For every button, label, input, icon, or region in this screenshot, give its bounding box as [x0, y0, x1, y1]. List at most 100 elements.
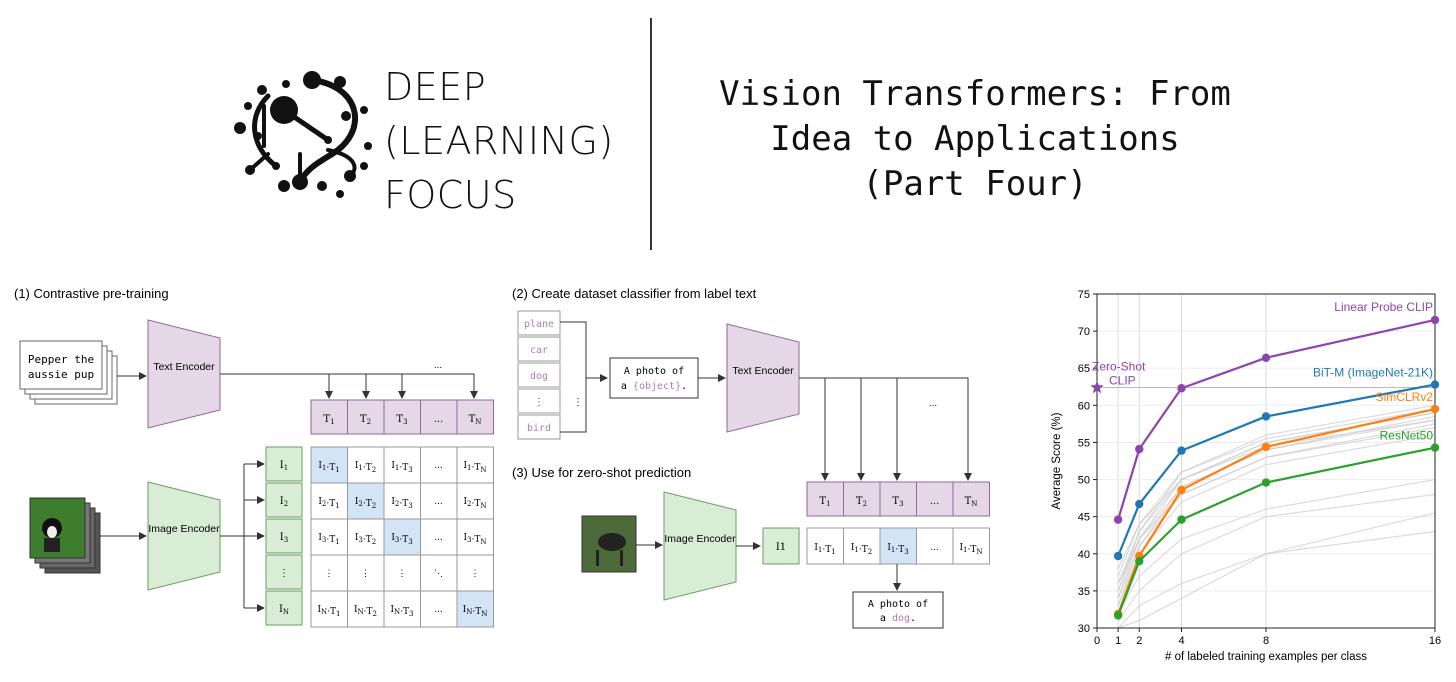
- image-token: [265, 482, 303, 518]
- series-label: Linear Probe CLIP: [1334, 300, 1433, 314]
- step3-title: (3) Use for zero-shot prediction: [512, 465, 691, 480]
- text-token-label: TN: [469, 414, 482, 426]
- image-encoder-2: [663, 491, 737, 601]
- matrix-cell-label: ⋮: [361, 569, 370, 579]
- matrix-cell-label: I2·TN: [463, 497, 486, 510]
- zs-cell-label: I1·T1: [814, 543, 835, 556]
- zs-cell-label: I1·TN: [959, 543, 982, 556]
- y-tick-label: 35: [1078, 586, 1090, 598]
- neural-network-logo-icon: [234, 71, 372, 198]
- x-tick-label: 2: [1136, 635, 1142, 647]
- matrix-cell-label: IN·T3: [390, 605, 413, 618]
- x-tick-label: 16: [1429, 635, 1441, 647]
- label-text: plane: [524, 319, 554, 330]
- x-tick-label: 8: [1263, 635, 1269, 647]
- y-tick-label: 65: [1078, 363, 1090, 375]
- title-line-1: Vision Transformers: From: [719, 74, 1231, 114]
- matrix-cell: [347, 590, 385, 628]
- text-token-label: T2: [360, 414, 371, 426]
- zs-text-token-label: T2: [856, 496, 867, 508]
- label-text: ⋮: [534, 397, 544, 408]
- text-token: [420, 399, 458, 435]
- matrix-cell-label: IN·T1: [317, 605, 340, 618]
- background-series-line: [1117, 423, 1436, 584]
- y-tick-label: 30: [1078, 623, 1090, 635]
- zs-text-token: [806, 481, 844, 517]
- zs-text-token-label: T1: [819, 496, 830, 508]
- data-point: [1113, 611, 1123, 620]
- matrix-cell: [310, 590, 348, 628]
- zs-cell-label: I1·T2: [851, 543, 872, 556]
- label-text: car: [530, 345, 548, 356]
- svg-text:...: ...: [929, 398, 937, 409]
- data-point: [1177, 515, 1186, 524]
- logo-line-2: (LEARNING): [384, 119, 614, 163]
- step1-title: (1) Contrastive pre-training: [14, 286, 169, 301]
- image-token-label: I2: [280, 496, 288, 508]
- matrix-cell: [383, 482, 421, 520]
- zs-text-token: [952, 481, 990, 517]
- data-point: [1177, 446, 1186, 455]
- text-token-label: T3: [396, 414, 407, 426]
- text-token: [310, 399, 348, 435]
- data-point: [1135, 499, 1144, 509]
- text-encoder-1-label: Text Encoder: [153, 361, 215, 373]
- image-encoder-1: [147, 481, 221, 591]
- data-point: [1261, 353, 1271, 363]
- text-token-label: T1: [323, 414, 334, 426]
- title-line-2: Idea to Applications: [770, 119, 1180, 159]
- image-encoder-1-label: Image Encoder: [148, 523, 220, 535]
- text-encoder-1: [147, 319, 221, 429]
- zs-text-token-label: T3: [892, 496, 903, 508]
- title-line-3: (Part Four): [862, 164, 1088, 204]
- zs-image-token: [762, 527, 800, 565]
- x-tick-label: 4: [1178, 635, 1184, 647]
- result-line-2: a dog.: [880, 613, 916, 624]
- data-point: [1430, 443, 1440, 452]
- label-cell: [517, 414, 561, 440]
- background-series-line: [1117, 530, 1436, 629]
- label-cell: [517, 336, 561, 362]
- matrix-cell-label: ⋮: [398, 569, 407, 579]
- image-token: [265, 446, 303, 482]
- background-series-line: [1117, 419, 1436, 592]
- zs-text-token: [916, 481, 954, 517]
- background-series-line: [1117, 419, 1436, 569]
- series-label: SimCLRv2: [1376, 390, 1434, 404]
- data-point: [1177, 384, 1186, 393]
- matrix-cell-label: I2·T1: [318, 497, 339, 510]
- matrix-cell-label: ...: [434, 605, 443, 615]
- series-label: ResNet50: [1380, 429, 1434, 443]
- matrix-cell-label: I2·T3: [391, 497, 412, 510]
- data-point: [1113, 515, 1123, 524]
- data-point: [1113, 551, 1123, 561]
- zs-cell-label: I1·T3: [887, 543, 908, 556]
- image-stack: [29, 497, 101, 574]
- matrix-cell: [383, 446, 421, 484]
- matrix-cell: [347, 446, 385, 484]
- matrix-cell-label: I3·T1: [318, 533, 339, 546]
- data-point: [1430, 315, 1440, 325]
- result-line-1: A photo of: [868, 599, 928, 610]
- x-tick-label: 0: [1094, 635, 1100, 647]
- matrix-cell: [383, 518, 421, 556]
- matrix-cell-label: I1·T2: [355, 461, 376, 474]
- zs-text-token-label: TN: [965, 496, 978, 508]
- image-token: [265, 554, 303, 590]
- label-cell: [517, 388, 561, 414]
- data-point: [1135, 557, 1144, 566]
- text-token-label: ...: [434, 414, 444, 425]
- label-text: bird: [527, 423, 551, 434]
- zs-result-box: [852, 591, 944, 629]
- background-series-line: [1117, 478, 1436, 614]
- matrix-cell-label: IN·T2: [354, 605, 377, 618]
- text-token-row: T1 T2 T3... TN: [310, 399, 494, 435]
- matrix-cell: [456, 590, 494, 628]
- matrix-cell-label: I3·T3: [391, 533, 412, 546]
- matrix-cell: [456, 482, 494, 520]
- image-token-label: IN: [279, 604, 289, 616]
- data-point: [1430, 380, 1440, 389]
- logo-line-3: FOCUS: [384, 173, 517, 217]
